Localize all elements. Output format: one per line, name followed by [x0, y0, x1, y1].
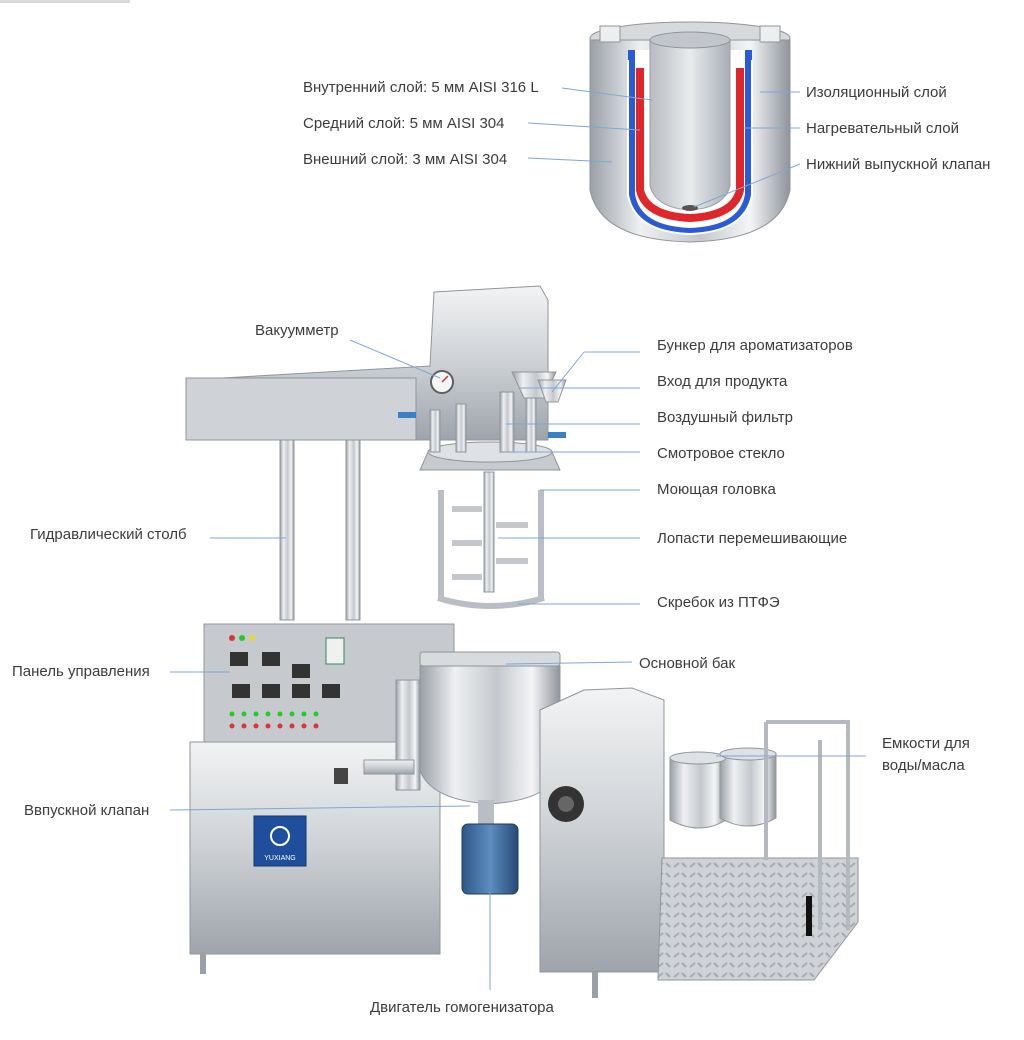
label-outer-layer: Внешний слой: 3 мм AISI 304 — [303, 151, 508, 168]
label-middle-layer: Средний слой: 5 мм AISI 304 — [303, 115, 505, 132]
label-hydraulic-column: Гидравлический столб — [30, 526, 187, 543]
label-insulation-layer: Изоляционный слой — [806, 84, 947, 101]
label-mixing-blades: Лопасти перемешивающие — [657, 530, 848, 547]
label-water-oil-tanks: Емкости для воды/масла — [882, 735, 970, 774]
label-product-inlet: Вход для продукта — [657, 373, 788, 390]
label-bottom-valve: Нижний выпускной клапан — [806, 156, 991, 173]
machine-leader-lines — [169, 339, 866, 990]
label-inlet-valve: Ввпускной клапан — [24, 802, 150, 819]
label-ptfe-scraper: Скребок из ПТФЭ — [657, 594, 780, 611]
label-washing-head: Моющая головка — [657, 481, 776, 498]
label-inner-layer: Внутренний слой: 5 мм AISI 316 L — [303, 79, 539, 96]
top-edge-tab — [0, 0, 130, 3]
label-control-panel: Панель управления — [12, 663, 150, 680]
label-vacuum-gauge: Вакуумметр — [255, 322, 339, 339]
brand-plate-text: YUXIANG — [264, 855, 296, 862]
label-main-tank: Основной бак — [639, 655, 736, 672]
machine-illustration: YUXIANG — [185, 285, 859, 998]
insulation-layer-band — [628, 50, 752, 234]
vessel-leader-lines — [527, 87, 801, 208]
label-air-filter: Воздушный фильтр — [657, 409, 793, 426]
label-flavor-hopper: Бункер для ароматизаторов — [657, 337, 853, 354]
heating-layer-band — [636, 68, 744, 223]
label-sight-glass: Смотровое стекло — [657, 445, 785, 462]
label-homogenizer-motor: Двигатель гомогенизатора — [370, 999, 554, 1016]
vessel-cross-section — [589, 21, 791, 243]
label-heating-layer: Нагревательный слой — [806, 120, 960, 137]
